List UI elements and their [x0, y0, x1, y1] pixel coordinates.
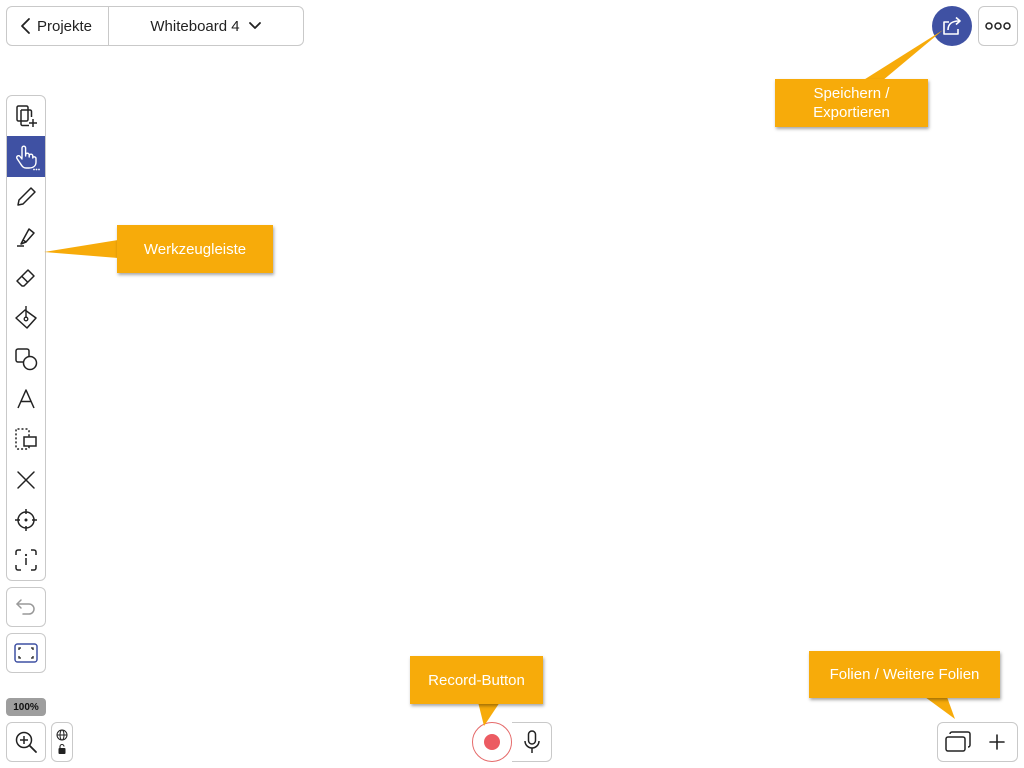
add-slide-button[interactable]: [978, 723, 1018, 761]
close-icon: [17, 470, 35, 489]
hand-tool[interactable]: [7, 136, 45, 177]
lock-icon: [58, 743, 66, 754]
record-dot-icon: [484, 734, 500, 750]
undo-button[interactable]: [6, 587, 46, 627]
slides-controls: [937, 722, 1018, 762]
screen-frame-icon: [14, 643, 38, 663]
callout-slides: Folien / Weitere Folien: [809, 651, 1000, 698]
add-page-tool[interactable]: [7, 96, 45, 136]
paint-bucket-icon: [15, 306, 37, 329]
callout-record: Record-Button: [410, 656, 543, 704]
board-title-dropdown[interactable]: Whiteboard 4: [109, 7, 303, 45]
marker-icon: [17, 228, 35, 248]
delete-tool[interactable]: [7, 460, 45, 500]
tool-bar: [6, 95, 46, 581]
info-frame-icon: [15, 549, 37, 572]
back-to-projects-button[interactable]: Projekte: [7, 7, 109, 45]
pencil-icon: [17, 187, 36, 206]
zoom-level-badge: 100%: [6, 698, 46, 716]
text-icon: [17, 389, 35, 409]
callout-toolbar: Werkzeugleiste: [117, 225, 273, 273]
chevron-down-icon: [248, 22, 261, 29]
canvas-lock-button[interactable]: [51, 722, 73, 762]
eraser-icon: [16, 269, 35, 287]
shapes-tool[interactable]: [7, 338, 45, 378]
more-options-button[interactable]: [978, 6, 1018, 46]
callout-save-line2: Exportieren: [813, 104, 890, 121]
microphone-button[interactable]: [512, 722, 552, 762]
fit-view-button[interactable]: [6, 633, 46, 673]
callout-save-line1: Speichern /: [813, 85, 890, 102]
plus-icon: [989, 734, 1006, 750]
zoom-button[interactable]: [6, 722, 46, 762]
eraser-tool[interactable]: [7, 258, 45, 298]
callout-save-export: Speichern / Exportieren: [775, 79, 928, 127]
laser-pointer-icon: [15, 509, 37, 532]
pencil-tool[interactable]: [7, 177, 45, 217]
info-frame-tool[interactable]: [7, 540, 45, 580]
microphone-icon: [523, 730, 540, 753]
text-tool[interactable]: [7, 379, 45, 419]
shapes-icon: [15, 347, 38, 370]
chevron-left-icon: [21, 18, 30, 34]
zoom-in-icon: [15, 731, 37, 753]
back-button-label: Projekte: [37, 17, 93, 35]
more-dots-icon: [985, 22, 1011, 30]
board-title: Whiteboard 4: [150, 17, 240, 35]
laser-pointer-tool[interactable]: [7, 500, 45, 540]
record-button[interactable]: [472, 722, 512, 762]
top-navigation: Projekte Whiteboard 4: [6, 6, 304, 46]
slides-button[interactable]: [938, 723, 978, 761]
slides-icon: [945, 731, 971, 752]
share-icon: [943, 16, 961, 35]
add-page-icon: [16, 105, 37, 128]
selection-tool[interactable]: [7, 419, 45, 459]
undo-icon: [16, 599, 35, 615]
hand-pointer-icon: [16, 145, 40, 170]
selection-icon: [15, 428, 37, 451]
fill-tool[interactable]: [7, 298, 45, 338]
marker-tool[interactable]: [7, 217, 45, 257]
globe-icon: [56, 729, 68, 741]
share-export-button[interactable]: [932, 6, 972, 46]
